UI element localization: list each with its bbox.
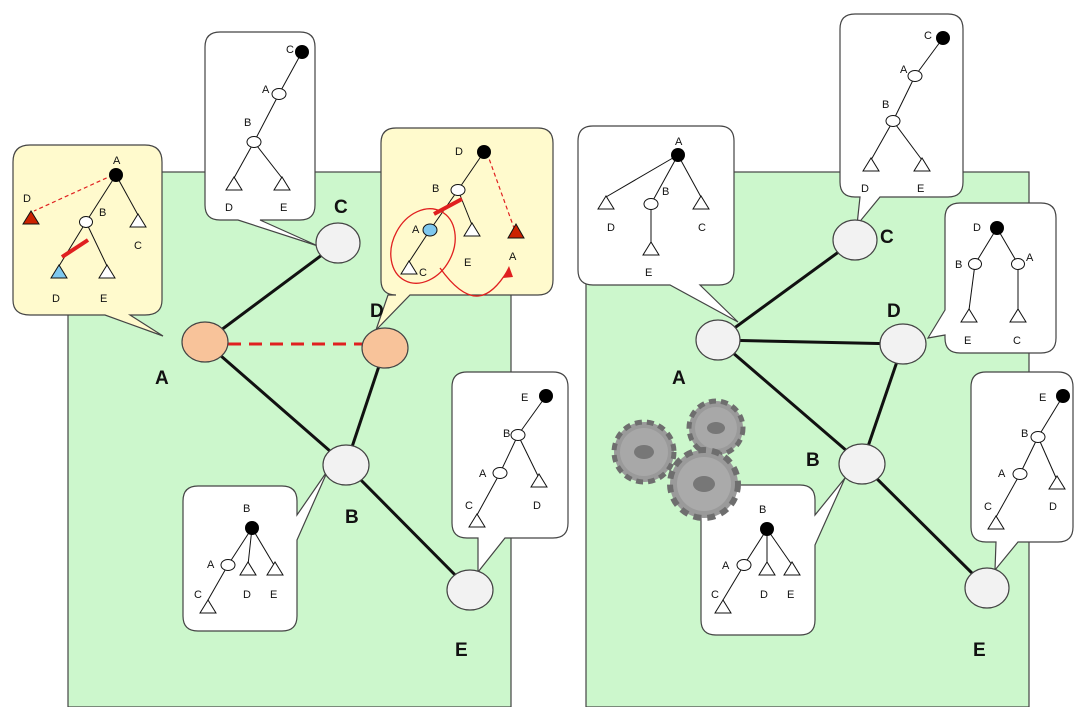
node-label-a: A [155, 368, 169, 389]
tree-label: C [419, 267, 427, 279]
node-label-d: D [887, 301, 901, 322]
node-label-e: E [973, 640, 986, 661]
node-a[interactable] [695, 319, 741, 361]
tree-label: D [23, 193, 31, 205]
edge-b-e [860, 462, 989, 590]
tree-label: A [675, 136, 683, 148]
tree-label: A [479, 468, 487, 480]
tree-label: D [52, 293, 60, 305]
tree-label: A [207, 559, 215, 571]
tree-label: B [503, 428, 510, 440]
tree-label: B [243, 503, 250, 515]
edge-a-b [204, 340, 347, 467]
tree-label: C [698, 222, 706, 234]
edge-a-d [717, 338, 904, 346]
left-bubble-e: E B A C D [451, 371, 569, 574]
tree-label: E [464, 257, 471, 269]
tree-label: D [243, 589, 251, 601]
tree-label: E [917, 183, 924, 195]
right-bubble-c: C A B D E [839, 13, 964, 227]
tree-label: D [607, 222, 615, 234]
tree-label: B [99, 207, 106, 219]
tree-label: C [134, 240, 142, 252]
tree-label: D [455, 146, 463, 158]
left-bubble-b: B A C D E [182, 469, 329, 632]
node-label-c: C [880, 227, 894, 248]
edge-d-b [860, 343, 905, 465]
node-c[interactable] [832, 219, 878, 261]
tree-label: A [262, 84, 270, 96]
tree-root-dot [109, 168, 123, 182]
tree-label: C [465, 500, 473, 512]
tree-label: C [984, 501, 992, 513]
tree-label: A [113, 155, 121, 167]
tree-label: A [1026, 252, 1034, 264]
tree-label: D [760, 589, 768, 601]
tree-label: C [711, 589, 719, 601]
tree-label: C [194, 589, 202, 601]
node-b[interactable] [838, 443, 886, 485]
edge-b-e [344, 463, 472, 592]
node-label-d: D [370, 301, 384, 322]
left-bubble-d: D B A C E A [375, 127, 554, 331]
tree-label: A [722, 560, 730, 572]
tree-label: C [1013, 335, 1021, 347]
node-label-b: B [345, 507, 359, 528]
edge-a-c [717, 238, 856, 342]
tree-label: B [759, 504, 766, 516]
right-bubble-a: A B D C E [577, 125, 739, 323]
tree-label: E [100, 293, 107, 305]
node-e[interactable] [964, 567, 1010, 609]
tree-label: E [521, 392, 528, 404]
tree-label: A [412, 224, 420, 236]
tree-label: E [270, 589, 277, 601]
tree-label: B [432, 183, 439, 195]
tree-label: D [973, 222, 981, 234]
right-bubble-e: E B A C D [970, 371, 1074, 572]
tree-label: D [1049, 501, 1057, 513]
node-d[interactable] [879, 323, 927, 365]
left-bubble-c: C A B D E [204, 31, 319, 247]
tree-label: E [645, 267, 652, 279]
tree-label: B [1021, 428, 1028, 440]
edge-a-c [204, 241, 339, 344]
edge-a-b [717, 338, 863, 466]
tree-label: A [509, 251, 517, 263]
node-label-e: E [455, 640, 468, 661]
node-label-a: A [672, 368, 686, 389]
tree-label: E [787, 589, 794, 601]
node-c[interactable] [315, 222, 361, 264]
left-bubble-a: A B D D E C [12, 144, 164, 337]
node-label-b: B [806, 450, 820, 471]
node-label-c: C [334, 197, 348, 218]
node-a[interactable] [181, 321, 229, 363]
tree-label: B [662, 186, 669, 198]
tree-label: E [280, 202, 287, 214]
node-d[interactable] [361, 327, 409, 369]
tree-label: A [900, 64, 908, 76]
gears-icon [611, 398, 746, 521]
tree-label: D [225, 202, 233, 214]
right-bubble-d: D B A E C [926, 202, 1057, 354]
tree-label: E [1039, 392, 1046, 404]
tree-label: B [882, 99, 889, 111]
node-e[interactable] [446, 569, 494, 611]
tree-label: A [998, 468, 1006, 480]
left-panel: A B D D E C C A B D E [12, 31, 569, 707]
tree-label: D [533, 500, 541, 512]
tree-label: D [861, 183, 869, 195]
right-panel: A B D C E C A B D E [577, 13, 1074, 707]
tree-label: B [955, 259, 962, 271]
tree-label: E [964, 335, 971, 347]
tree-label: C [286, 44, 294, 56]
tree-label: C [924, 30, 932, 42]
tree-label: B [244, 117, 251, 129]
node-b[interactable] [322, 444, 370, 486]
